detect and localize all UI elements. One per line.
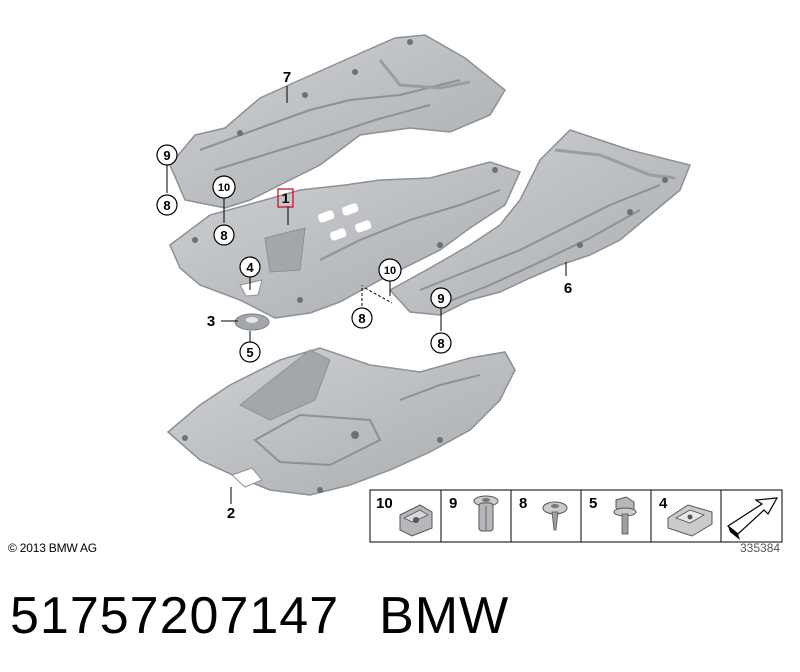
expanding-rivet-icon [473,495,499,532]
callout-9b: 9 [437,291,444,306]
clip-nut-icon [399,504,433,537]
underbody-shield-6 [388,129,692,316]
callout-8c: 8 [358,311,365,326]
diagram-id: 335384 [740,541,781,555]
callout-circle-9a [156,144,178,166]
callout-circle-8c [351,307,373,329]
legend-label-9: 9 [449,495,457,512]
callout-6: 6 [564,280,572,297]
direction-arrow-icon [726,497,779,540]
callout-7: 7 [283,69,291,86]
callout-circle-10a [212,175,236,199]
callout-4: 4 [246,260,254,275]
callouts: 7 9 8 10 8 1 4 3 5 10 8 9 8 6 2 [156,69,572,522]
underbody-shield-2 [166,347,516,496]
parts-diagram: 7 9 8 10 8 1 4 3 5 10 8 9 8 6 2 [156,34,783,543]
callout-2: 2 [227,505,235,522]
callout-10a: 10 [218,182,230,194]
copyright-notice: © 2013 BMW AG [8,541,97,555]
callout-3: 3 [207,313,215,330]
callout-circle-9b [430,287,452,309]
underbody-shield-7 [169,34,506,209]
legend-label-10: 10 [376,495,393,512]
underbody-shield-1 [169,161,522,319]
fastener-legend: 10 9 8 5 4 [369,489,783,543]
leader-lines [166,86,567,504]
self-tapping-screw-icon [542,501,568,531]
callout-circle-10b [378,258,402,282]
highlight-box-1 [277,188,294,208]
callout-circle-8d [430,332,452,354]
callout-circle-5 [239,341,261,363]
cover-part-3 [234,313,270,331]
callout-circle-8a [156,194,178,216]
callout-1: 1 [282,190,290,206]
callout-8d: 8 [437,336,444,351]
callout-8b: 8 [220,228,227,243]
legend-label-5: 5 [589,495,597,512]
hex-bolt-icon [613,496,637,535]
part-caption: 51757207147 BMW [10,586,509,646]
callout-10b: 10 [384,265,396,277]
spring-clip-icon [667,504,713,537]
legend-label-4: 4 [659,495,668,512]
brand-name: BMW [379,587,510,645]
callout-9a: 9 [163,148,170,163]
legend-label-8: 8 [519,495,527,512]
callout-5: 5 [246,345,253,360]
callout-circle-8b [213,224,235,246]
callout-circle-4 [239,256,261,278]
callout-8a: 8 [163,198,170,213]
part-number: 51757207147 [10,587,340,645]
